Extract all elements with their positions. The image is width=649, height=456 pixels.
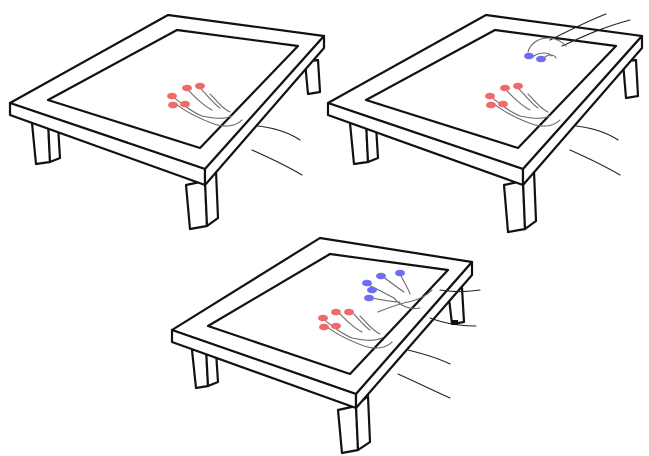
touch-point bbox=[331, 322, 341, 330]
touch-point bbox=[319, 323, 329, 331]
table-leg bbox=[184, 179, 209, 231]
touch-point bbox=[344, 308, 354, 316]
touch-point bbox=[182, 84, 192, 92]
user-arm bbox=[397, 373, 451, 399]
touch-point bbox=[524, 52, 534, 60]
touch-point bbox=[180, 100, 190, 108]
hand-outline bbox=[321, 309, 393, 349]
touch-point bbox=[485, 92, 495, 100]
table-frame-side bbox=[521, 34, 644, 187]
touch-points-blue bbox=[524, 52, 546, 63]
user-arm bbox=[561, 19, 631, 47]
sensor bbox=[452, 320, 458, 325]
touch-points-red bbox=[485, 82, 523, 109]
touch-screen bbox=[46, 28, 300, 150]
hand-outline bbox=[171, 87, 243, 127]
table-frame-side bbox=[354, 260, 474, 410]
touch-point bbox=[486, 101, 496, 109]
touch-point bbox=[513, 82, 523, 90]
touch-point bbox=[500, 84, 510, 92]
user-arm bbox=[251, 149, 303, 176]
table-leg bbox=[502, 179, 527, 234]
touch-point bbox=[195, 82, 205, 90]
touch-point bbox=[498, 100, 508, 108]
touch-screen bbox=[364, 28, 618, 150]
touch-points-blue bbox=[362, 269, 405, 302]
touch-screen bbox=[206, 252, 450, 376]
touch-point bbox=[367, 286, 377, 294]
user-arm bbox=[407, 349, 451, 365]
user-arm bbox=[439, 289, 481, 293]
touch-point bbox=[376, 272, 386, 280]
touch-point bbox=[364, 294, 374, 302]
touch-point bbox=[168, 101, 178, 109]
user-arm bbox=[549, 13, 607, 41]
user-arm bbox=[569, 149, 621, 176]
touch-point bbox=[395, 269, 405, 277]
touch-point bbox=[362, 279, 372, 287]
table-top-right bbox=[326, 13, 644, 234]
hand-outline bbox=[365, 273, 433, 313]
user-arm bbox=[575, 125, 619, 141]
table-bottom bbox=[170, 236, 481, 455]
touch-point bbox=[331, 308, 341, 316]
table-top-left bbox=[8, 13, 326, 231]
touch-points-red bbox=[167, 82, 205, 109]
touch-points-red bbox=[318, 308, 354, 331]
touch-point bbox=[318, 314, 328, 322]
touch-point bbox=[167, 92, 177, 100]
hand-outline bbox=[489, 87, 561, 127]
table-leg bbox=[336, 404, 360, 455]
table-frame-side bbox=[203, 34, 326, 187]
user-arm bbox=[257, 125, 301, 141]
touch-point bbox=[536, 55, 546, 63]
